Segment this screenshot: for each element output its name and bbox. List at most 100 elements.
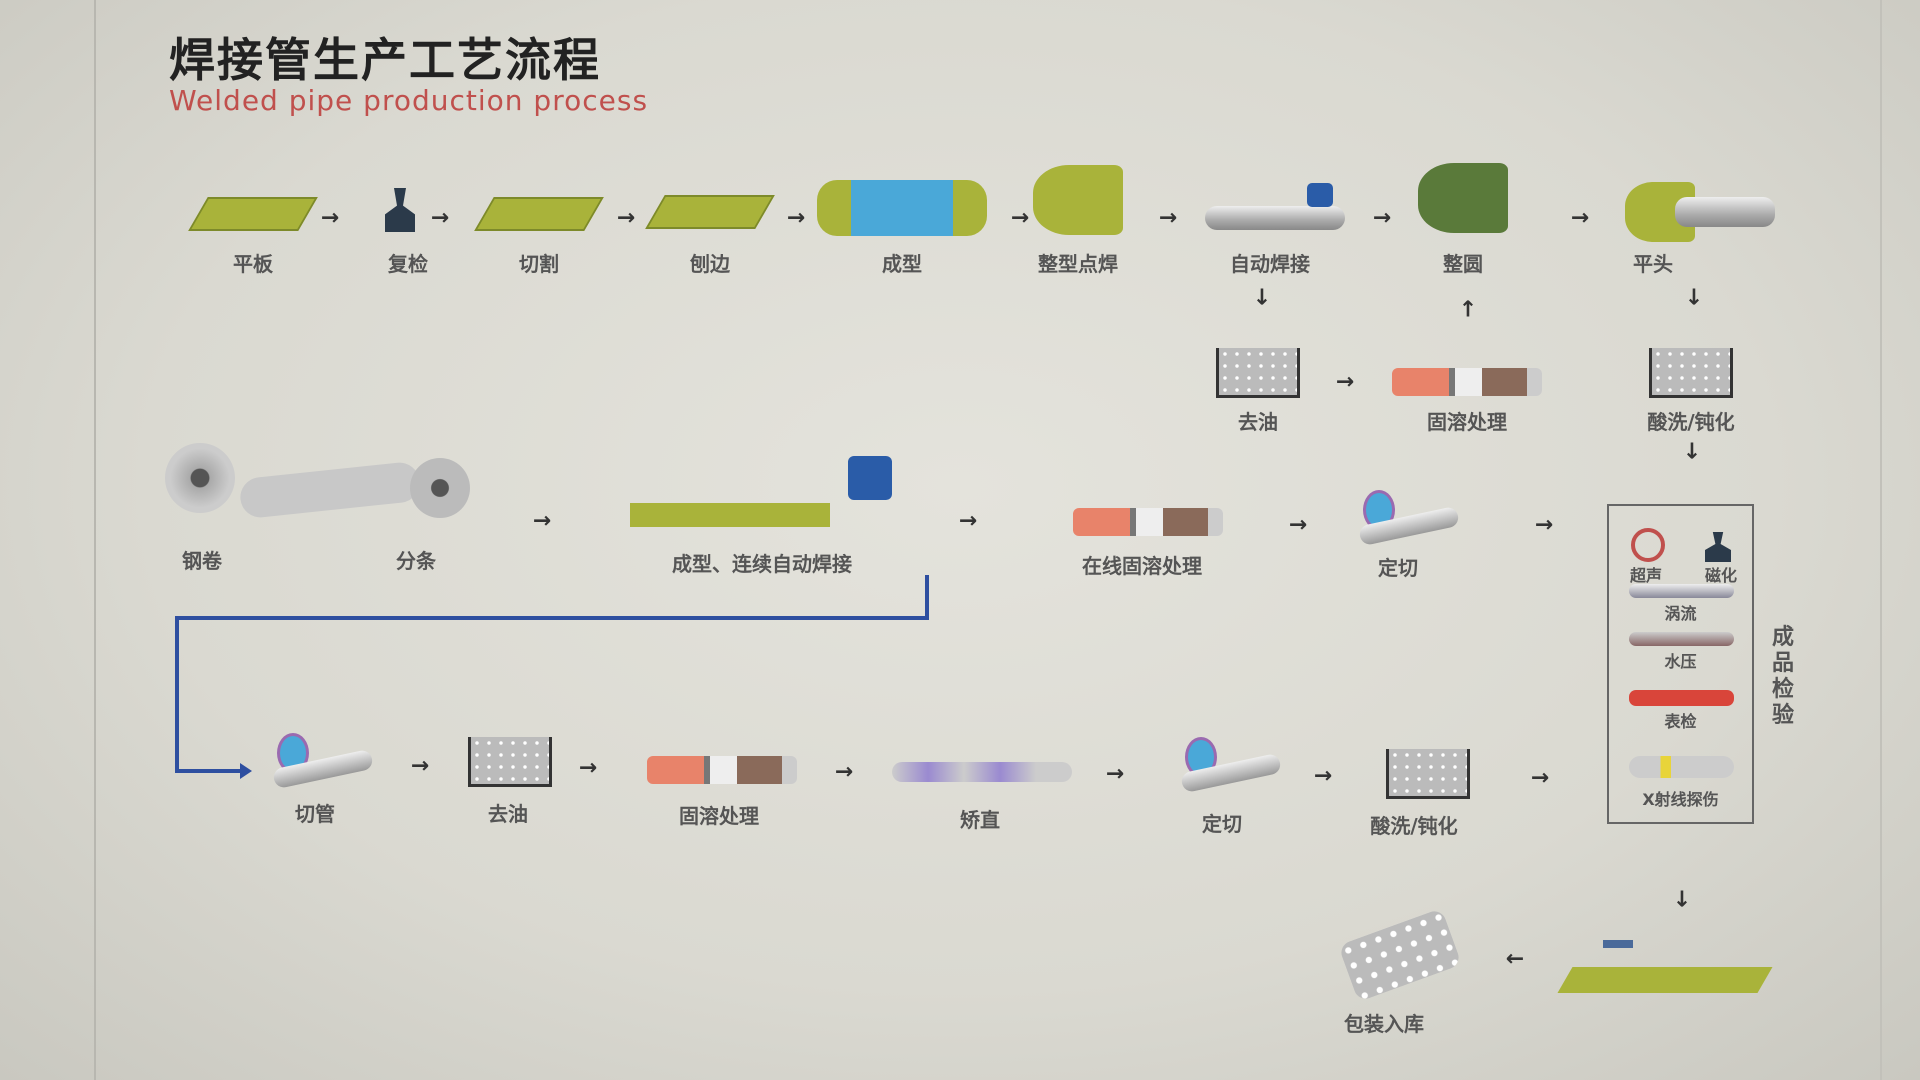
inspection-label: 水压	[1664, 652, 1697, 671]
flow-line	[175, 769, 245, 773]
welder-icon	[1307, 183, 1333, 207]
step-label: 平板	[233, 252, 273, 276]
degrease-tank-icon	[468, 737, 552, 787]
xray-icon	[1629, 756, 1734, 778]
forming-line-icon	[630, 503, 830, 527]
step-label: 在线固溶处理	[1082, 554, 1202, 578]
arrow-right-icon: →	[1372, 205, 1392, 231]
solution-treatment-icon	[1392, 368, 1542, 396]
inspection-label: 表检	[1664, 712, 1697, 731]
inspection-machine-icon	[385, 188, 415, 232]
auto-weld-icon	[1205, 206, 1345, 230]
pickling-tank-icon	[1649, 348, 1733, 398]
step-label: 自动焊接	[1230, 252, 1310, 276]
online-solution-icon	[1073, 508, 1223, 536]
slitting-coil-icon	[410, 458, 470, 518]
eddy-current-icon	[1629, 584, 1734, 598]
flow-line	[925, 575, 929, 620]
arrow-down-icon: ↓	[1252, 285, 1272, 311]
page-title: 焊接管生产工艺流程	[169, 33, 601, 87]
arrow-right-icon: →	[1288, 512, 1308, 538]
magnetic-icon	[1705, 532, 1731, 562]
arrow-down-icon: ↓	[1672, 887, 1692, 913]
inspection-label: X射线探伤	[1642, 790, 1719, 809]
packing-machine-icon	[1557, 967, 1773, 993]
arrow-down-icon: ↓	[1682, 439, 1702, 465]
cutting-icon	[474, 197, 604, 231]
tack-weld-icon	[1033, 165, 1123, 235]
hydro-test-icon	[1629, 632, 1734, 646]
step-label: 固溶处理	[1427, 410, 1507, 434]
arrow-right-icon: →	[616, 205, 636, 231]
strip-icon	[238, 460, 422, 520]
flow-line	[175, 616, 929, 620]
step-label: 包装入库	[1344, 1012, 1424, 1036]
arrow-right-icon: →	[320, 205, 340, 231]
cut-to-length-icon	[1353, 490, 1463, 547]
step-label: 分条	[396, 549, 436, 573]
step-label: 平头	[1633, 252, 1673, 276]
welder-icon	[848, 456, 892, 500]
pickling-tank-icon	[1386, 749, 1470, 799]
step-label: 成型	[882, 252, 922, 276]
arrow-right-icon: →	[410, 753, 430, 779]
step-label: 酸洗/钝化	[1647, 410, 1735, 434]
arrow-up-icon: ↑	[1458, 297, 1478, 323]
final-inspection-title: 成品检验	[1772, 625, 1795, 728]
arrow-right-icon: →	[1335, 369, 1355, 395]
ultrasonic-icon	[1631, 528, 1665, 562]
degrease-tank-icon	[1216, 348, 1300, 398]
forming-icon	[817, 180, 987, 236]
arrow-right-icon: →	[834, 759, 854, 785]
step-label: 固溶处理	[679, 804, 759, 828]
page-subtitle: Welded pipe production process	[169, 84, 649, 117]
straightening-icon	[892, 762, 1072, 782]
solution-treatment-icon	[647, 756, 797, 784]
arrow-right-icon: →	[1530, 765, 1550, 791]
packing-head-icon	[1603, 940, 1633, 948]
step-label: 酸洗/钝化	[1370, 814, 1458, 838]
inspection-label: 磁化	[1704, 566, 1737, 585]
step-label: 去油	[1238, 410, 1278, 434]
step-label: 定切	[1202, 812, 1242, 836]
cut-to-length-icon	[1175, 737, 1285, 794]
arrow-right-icon: →	[786, 205, 806, 231]
arrow-right-icon: →	[958, 508, 978, 534]
step-label: 去油	[488, 802, 528, 826]
rounding-icon	[1418, 163, 1508, 233]
arrow-right-icon: →	[1105, 761, 1125, 787]
plate-icon	[188, 197, 318, 231]
step-label: 切管	[295, 802, 335, 826]
end-pipe-icon	[1675, 197, 1775, 227]
screen-edge-left	[94, 0, 96, 1080]
arrow-right-icon: →	[532, 508, 552, 534]
arrow-right-icon: →	[430, 205, 450, 231]
arrow-right-icon: →	[578, 755, 598, 781]
edge-planing-icon	[645, 195, 775, 229]
step-label: 矫直	[960, 808, 1000, 832]
inspection-label: 超声	[1629, 566, 1662, 585]
arrow-left-icon: ←	[1505, 946, 1525, 972]
final-inspection-box: 超声 磁化 涡流 水压 表检 X射线探伤	[1607, 504, 1754, 824]
arrow-right-icon: →	[1158, 205, 1178, 231]
screen-edge-right	[1880, 0, 1882, 1080]
step-label: 整圆	[1443, 252, 1483, 276]
inspection-label: 涡流	[1664, 604, 1697, 623]
arrow-right-icon: →	[1570, 205, 1590, 231]
surface-check-icon	[1629, 690, 1734, 706]
step-label: 切割	[519, 252, 559, 276]
arrow-head-icon	[240, 763, 252, 779]
flow-line	[175, 616, 179, 773]
step-label: 复检	[388, 252, 428, 276]
pipe-bundle-icon	[1338, 907, 1462, 1003]
step-label: 刨边	[690, 252, 730, 276]
step-label: 整型点焊	[1038, 252, 1118, 276]
steel-coil-icon	[165, 443, 235, 513]
arrow-right-icon: →	[1313, 763, 1333, 789]
pipe-cutting-icon	[267, 733, 377, 790]
arrow-right-icon: →	[1010, 205, 1030, 231]
arrow-down-icon: ↓	[1684, 285, 1704, 311]
step-label: 定切	[1378, 556, 1418, 580]
step-label: 成型、连续自动焊接	[672, 552, 852, 576]
step-label: 钢卷	[182, 549, 222, 573]
